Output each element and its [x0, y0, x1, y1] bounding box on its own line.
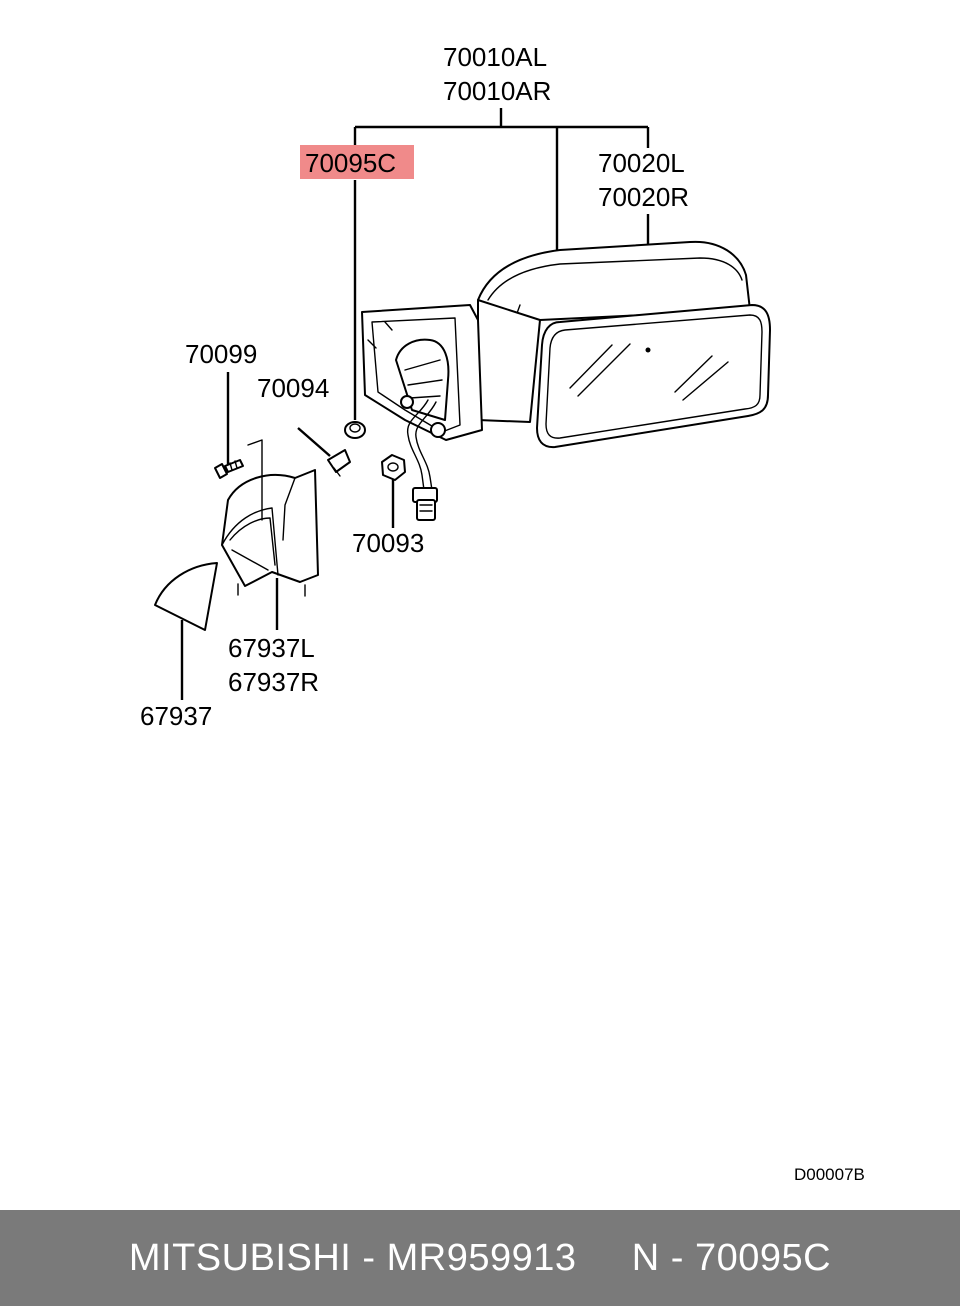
label-70094: 70094 [257, 373, 329, 403]
nut-70093 [381, 454, 406, 481]
label-70093: 70093 [352, 528, 424, 558]
label-67937r: 67937R [228, 667, 319, 697]
label-70095c[interactable]: 70095C [305, 148, 396, 178]
label-67937: 67937 [140, 701, 212, 731]
label-70010al: 70010AL [443, 42, 547, 72]
label-70099: 70099 [185, 339, 257, 369]
leader-lines [180, 108, 650, 700]
clip-70094 [327, 449, 351, 477]
label-67937l: 67937L [228, 633, 315, 663]
mirror-glass [536, 304, 771, 449]
footer-bar: MITSUBISHI - MR959913 N - 70095C [0, 1210, 960, 1306]
diagram-code: D00007B [794, 1165, 865, 1184]
mirror-housing [477, 240, 751, 423]
grommet-70095c [344, 421, 366, 439]
mirror-base [361, 304, 483, 441]
pad-67937 [154, 562, 218, 631]
highlight-box [300, 145, 414, 179]
footer-text: MITSUBISHI - MR959913 N - 70095C [128, 1236, 832, 1279]
label-70020l: 70020L [598, 148, 685, 178]
wire-harness [406, 399, 438, 521]
screw-70099 [214, 459, 244, 479]
label-70010ar: 70010AR [443, 76, 551, 106]
inner-cover [221, 439, 319, 597]
parts-diagram: 70010AL 70010AR 70095C 70020L 70020R 700… [140, 42, 865, 1184]
label-70020r: 70020R [598, 182, 689, 212]
